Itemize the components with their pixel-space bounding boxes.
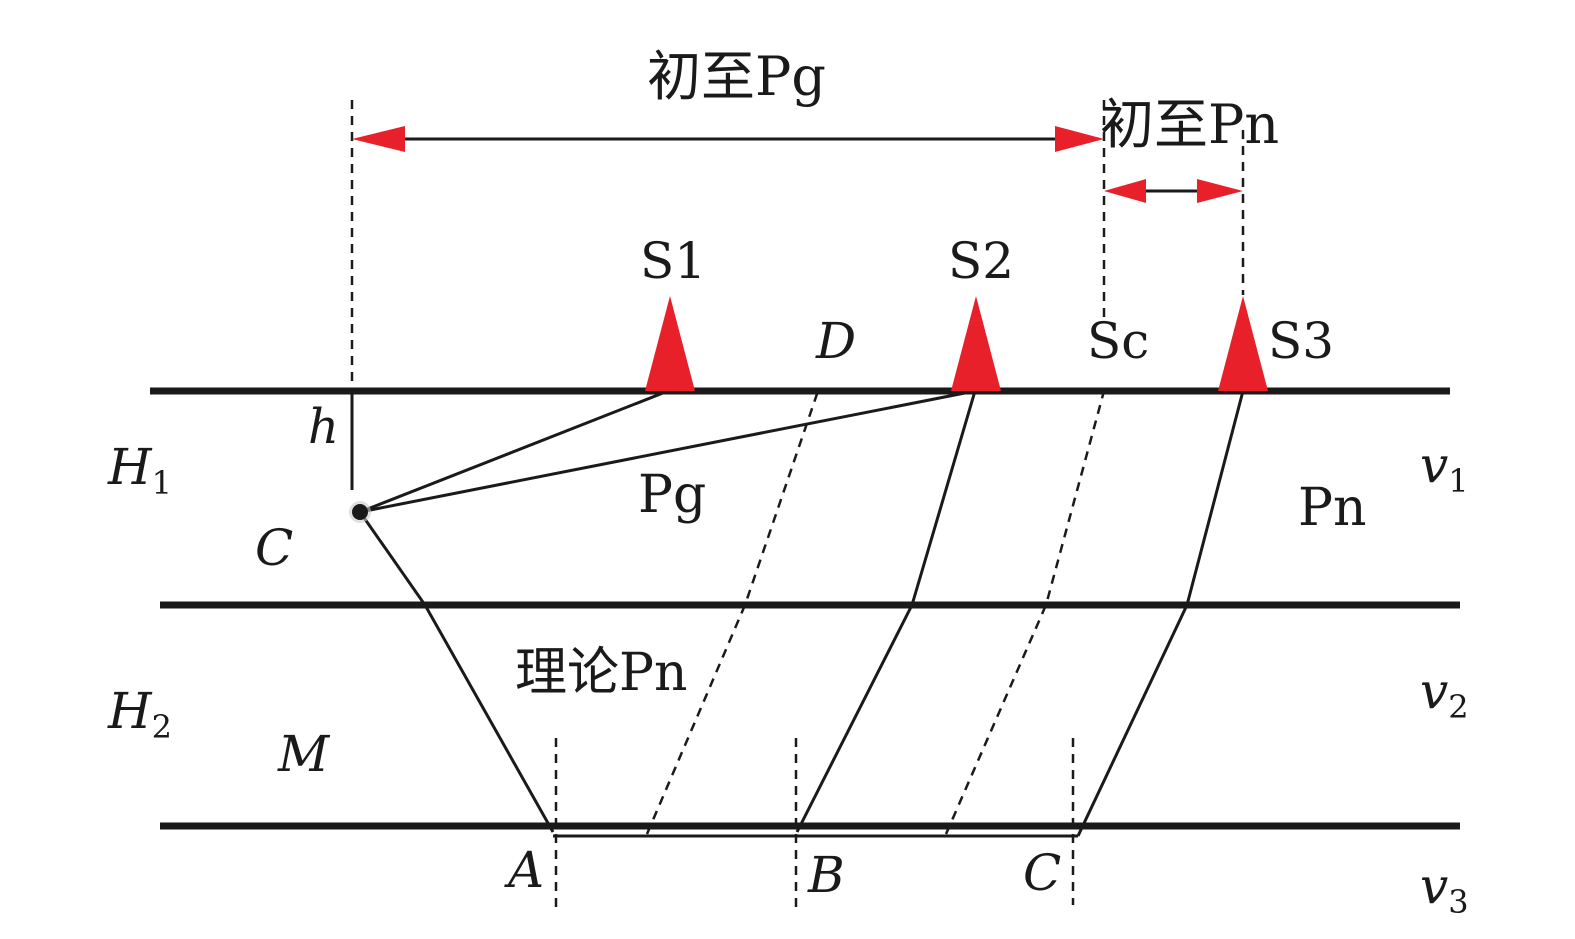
label-sc: Sc (1087, 312, 1149, 370)
label-pn: Pn (1298, 478, 1366, 538)
label-c-bottom: C (1023, 844, 1061, 902)
label-pn-first-arrival: 初至Pn (1100, 93, 1279, 156)
pg-range-left-arrowhead (352, 126, 405, 152)
pn-ray-to-s3 (1076, 390, 1245, 837)
label-v1: v1 (1420, 436, 1469, 500)
pn-ray-to-d-dashed (645, 390, 820, 835)
pn-ray-to-sc-dashed (944, 390, 1106, 835)
label-v3: v3 (1420, 857, 1469, 921)
label-s1: S1 (640, 232, 706, 290)
label-h-depth: h (308, 399, 339, 455)
label-v2: v2 (1420, 662, 1469, 726)
source-dot-icon (352, 504, 368, 520)
pg-ray-to-s1 (359, 389, 669, 514)
label-pg: Pg (638, 465, 706, 525)
label-a: A (504, 841, 544, 899)
station-s2-triangle-icon (951, 296, 1001, 391)
pn-ray-to-s2 (795, 390, 977, 833)
pn-range-right-arrowhead (1197, 179, 1243, 203)
theoretical-pn-downgoing-ray (358, 511, 555, 833)
label-s2: S2 (948, 232, 1014, 290)
label-h2: H2 (107, 682, 172, 746)
station-s3-triangle-icon (1218, 296, 1268, 391)
label-d: D (815, 312, 856, 370)
pn-range-left-arrowhead (1104, 179, 1146, 203)
station-s1-triangle-icon (645, 296, 695, 391)
label-pg-first-arrival: 初至Pg (647, 45, 826, 108)
label-m: M (277, 725, 331, 783)
label-theoretical-pn: 理论Pn (515, 643, 687, 703)
label-h1: H1 (107, 438, 172, 502)
label-b: B (807, 846, 845, 904)
label-s3: S3 (1268, 312, 1334, 370)
pg-ray-to-s2 (359, 389, 976, 514)
pg-range-right-arrowhead (1055, 126, 1104, 152)
label-c-source: C (255, 519, 293, 577)
